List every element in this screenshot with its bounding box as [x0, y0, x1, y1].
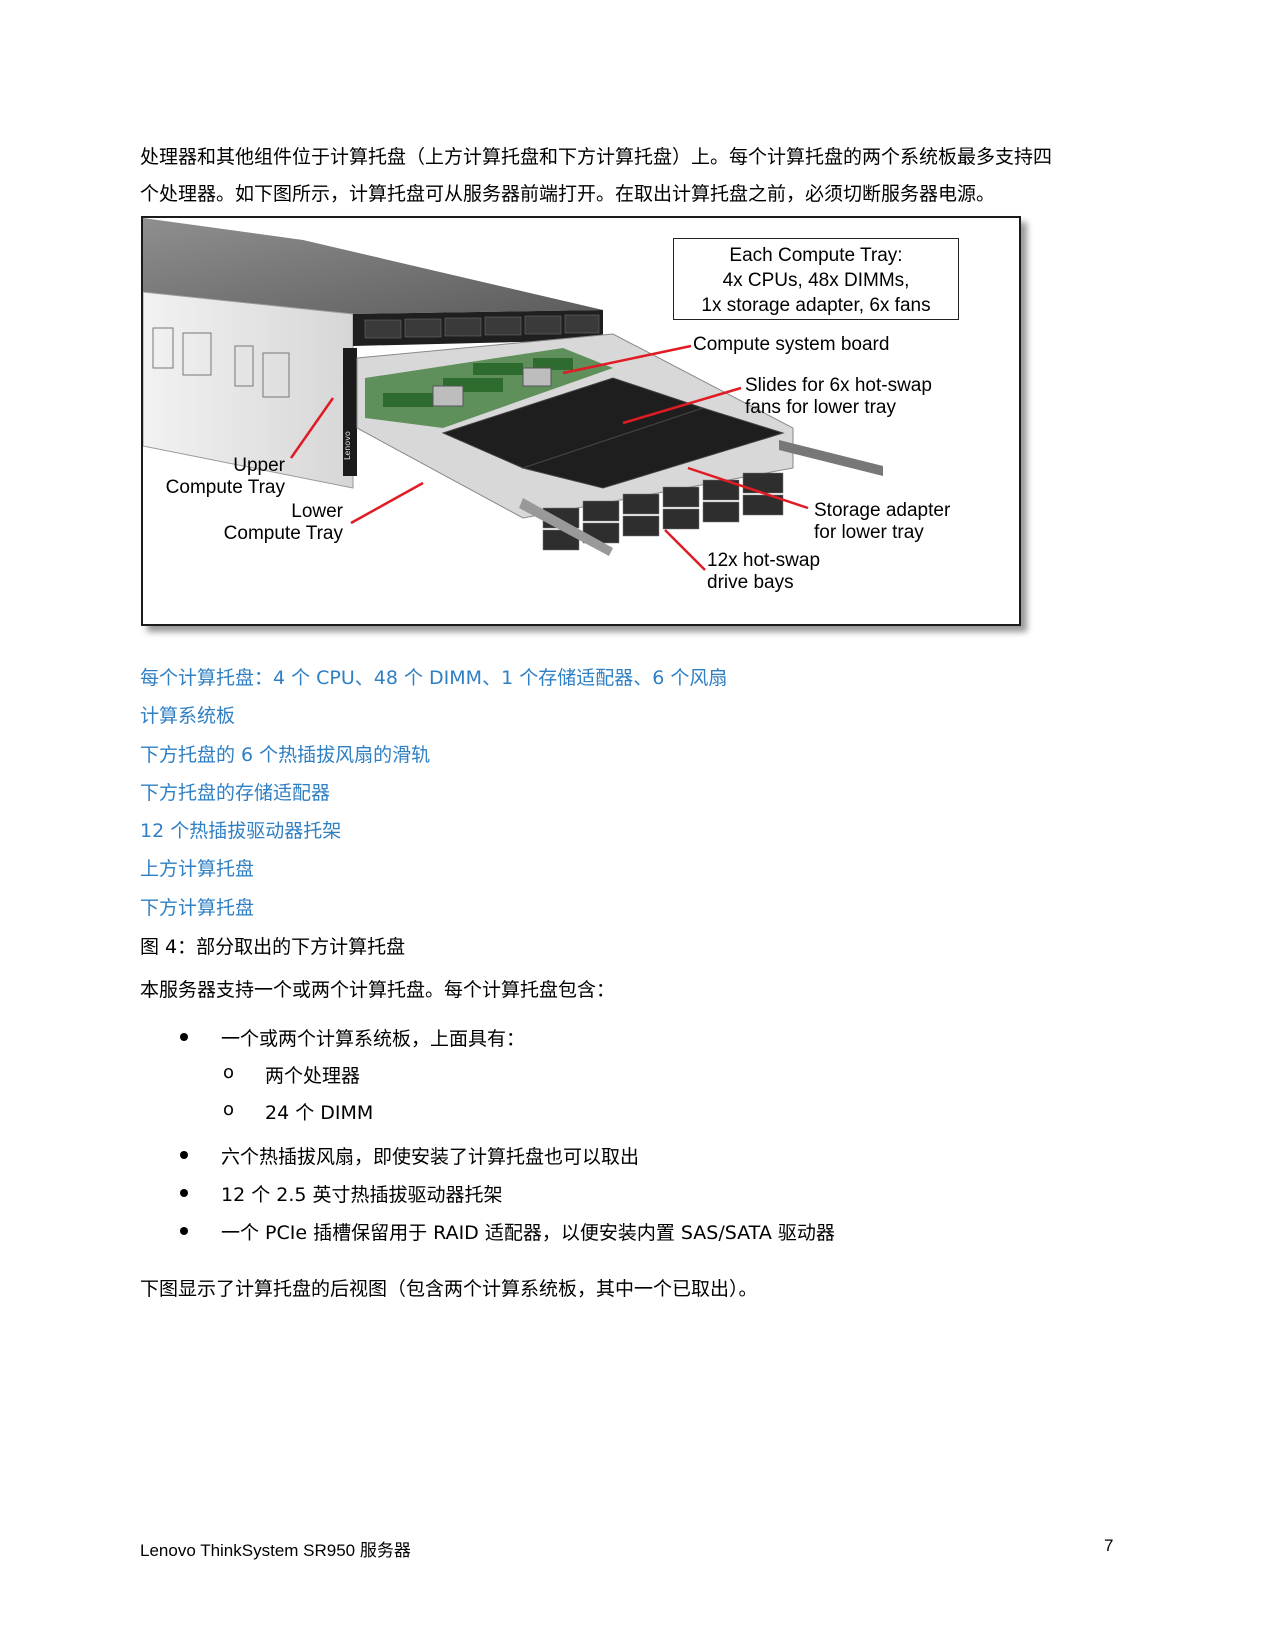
rear-view-intro: 下图显示了计算托盘的后视图（包含两个计算系统板，其中一个已取出）。 — [140, 1278, 758, 1300]
bullet-dot — [180, 1033, 188, 1041]
fan-slides — [441, 377, 785, 489]
release-rail — [519, 498, 613, 556]
link-fan-slides[interactable]: 下方托盘的 6 个热插拔风扇的滑轨 — [140, 743, 431, 766]
bullet-fans: 六个热插拔风扇，即使安装了计算托盘也可以取出 — [221, 1146, 640, 1168]
page-number: 7 — [1104, 1536, 1114, 1555]
label-compute-board: Compute system board — [693, 334, 889, 356]
label-upper-tray-line-1: Upper — [233, 455, 285, 476]
compute-tray-summary-box: Each Compute Tray: 4x CPUs, 48x DIMMs, 1… — [673, 238, 959, 320]
figure-caption: 图 4：部分取出的下方计算托盘 — [140, 936, 406, 958]
label-fan-slides-line-2: fans for lower tray — [745, 397, 896, 418]
link-upper-compute-tray[interactable]: 上方计算托盘 — [140, 858, 255, 881]
bullet-pcie-slot: 一个 PCIe 插槽保留用于 RAID 适配器，以便安装内置 SAS/SATA … — [221, 1222, 835, 1244]
bullet-dot — [180, 1151, 188, 1159]
link-storage-adapter[interactable]: 下方托盘的存储适配器 — [140, 781, 331, 804]
chassis-side — [143, 291, 354, 489]
release-rail — [779, 440, 883, 476]
server-figure: Lenovo — [141, 216, 1021, 626]
server-illustration: Lenovo — [143, 218, 883, 571]
bullet-dot — [180, 1189, 188, 1197]
label-storage-adapter-line-2: for lower tray — [814, 522, 924, 543]
label-drive-bays-line-2: drive bays — [707, 572, 794, 593]
label-fan-slides: Slides for 6x hot-swap fans for lower tr… — [745, 375, 932, 419]
label-storage-adapter: Storage adapter for lower tray — [814, 500, 950, 544]
bullet-dot — [180, 1227, 188, 1235]
intro-paragraph: 处理器和其他组件位于计算托盘（上方计算托盘和下方计算托盘）上。每个计算托盘的两个… — [140, 139, 1140, 213]
footer-title: Lenovo ThinkSystem SR950 服务器 — [140, 1541, 411, 1560]
label-fan-slides-line-1: Slides for 6x hot-swap — [745, 375, 932, 396]
bullet-drive-bays: 12 个 2.5 英寸热插拔驱动器托架 — [221, 1184, 503, 1206]
side-latch — [234, 345, 254, 387]
label-lower-tray-line-1: Lower — [291, 501, 343, 522]
cpu-heatsink — [522, 367, 552, 387]
upper-drive-bays — [364, 314, 600, 339]
side-latch — [182, 332, 212, 376]
label-upper-tray-line-2: Compute Tray — [165, 477, 285, 498]
lower-drive-bays — [542, 472, 784, 551]
label-storage-adapter-line-1: Storage adapter — [814, 500, 951, 521]
intro-line-2: 个处理器。如下图所示，计算托盘可从服务器前端打开。在取出计算托盘之前，必须切断服… — [140, 183, 996, 205]
link-compute-system-board[interactable]: 计算系统板 — [140, 705, 236, 728]
tray-contents-intro: 本服务器支持一个或两个计算托盘。每个计算托盘包含： — [140, 979, 616, 1001]
label-drive-bays-line-1: 12x hot-swap — [707, 550, 821, 571]
bullet-boards: 一个或两个计算系统板，上面具有： — [221, 1028, 526, 1050]
cpu-heatsink — [432, 385, 464, 407]
label-drive-bays: 12x hot-swap drive bays — [707, 550, 820, 594]
link-compute-tray-summary[interactable]: 每个计算托盘：4 个 CPU、48 个 DIMM、1 个存储适配器、6 个风扇 — [140, 667, 728, 689]
logo-lenovo: Lenovo — [343, 431, 352, 460]
summary-line-2: 4x CPUs, 48x DIMMs, — [722, 270, 910, 291]
tray-handle — [343, 348, 357, 476]
intro-line-1: 处理器和其他组件位于计算托盘（上方计算托盘和下方计算托盘）上。每个计算托盘的两个… — [140, 146, 1053, 168]
figure-link-list: 每个计算托盘：4 个 CPU、48 个 DIMM、1 个存储适配器、6 个风扇 … — [140, 666, 727, 934]
pointer-lines — [289, 344, 809, 571]
side-latch — [262, 352, 290, 398]
summary-line-3: 1x storage adapter, 6x fans — [701, 295, 931, 316]
chassis-top — [143, 218, 603, 314]
sub-bullet-marker: o — [223, 1099, 235, 1120]
sub-bullet-processors: 两个处理器 — [265, 1065, 361, 1087]
label-upper-tray: Upper Compute Tray — [161, 455, 285, 499]
label-compute-board-text: Compute system board — [693, 334, 890, 355]
sub-bullet-dimms: 24 个 DIMM — [265, 1102, 374, 1124]
side-latch — [152, 327, 174, 369]
link-lower-compute-tray[interactable]: 下方计算托盘 — [140, 896, 255, 919]
link-drive-bays[interactable]: 12 个热插拔驱动器托架 — [140, 820, 342, 843]
label-lower-tray: Lower Compute Tray — [219, 501, 343, 545]
sub-bullet-marker: o — [223, 1062, 235, 1083]
summary-line-1: Each Compute Tray: — [729, 245, 903, 266]
label-lower-tray-line-2: Compute Tray — [223, 523, 343, 544]
